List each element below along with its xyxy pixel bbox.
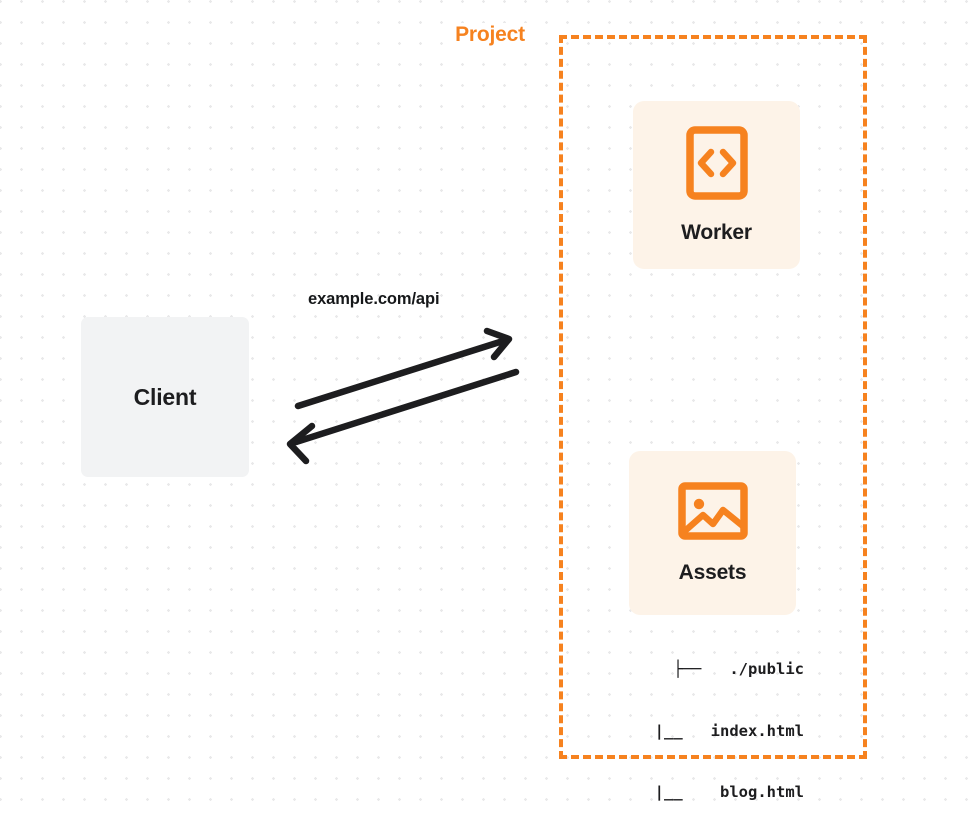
response-arrow-icon bbox=[286, 368, 520, 465]
code-brackets-icon bbox=[685, 125, 748, 205]
request-arrow-icon bbox=[294, 327, 513, 410]
client-node-label: Client bbox=[133, 383, 197, 410]
client-node[interactable]: Client bbox=[81, 317, 249, 477]
project-title: Project bbox=[448, 23, 532, 47]
file-tree-row: ├── ./public bbox=[673, 660, 804, 678]
file-tree-row: |__ index.html bbox=[626, 721, 804, 740]
assets-file-tree: ├── ./public |__ index.html |__ blog.htm… bbox=[609, 618, 804, 818]
worker-card[interactable]: Worker bbox=[633, 101, 800, 269]
assets-card[interactable]: Assets bbox=[629, 451, 796, 615]
assets-card-label: Assets bbox=[678, 560, 747, 584]
project-container bbox=[559, 35, 867, 759]
worker-card-label: Worker bbox=[681, 220, 752, 244]
image-picture-icon bbox=[677, 481, 748, 545]
file-tree-row: |__ blog.html bbox=[626, 783, 804, 801]
connector-label: example.com/api bbox=[308, 290, 440, 308]
